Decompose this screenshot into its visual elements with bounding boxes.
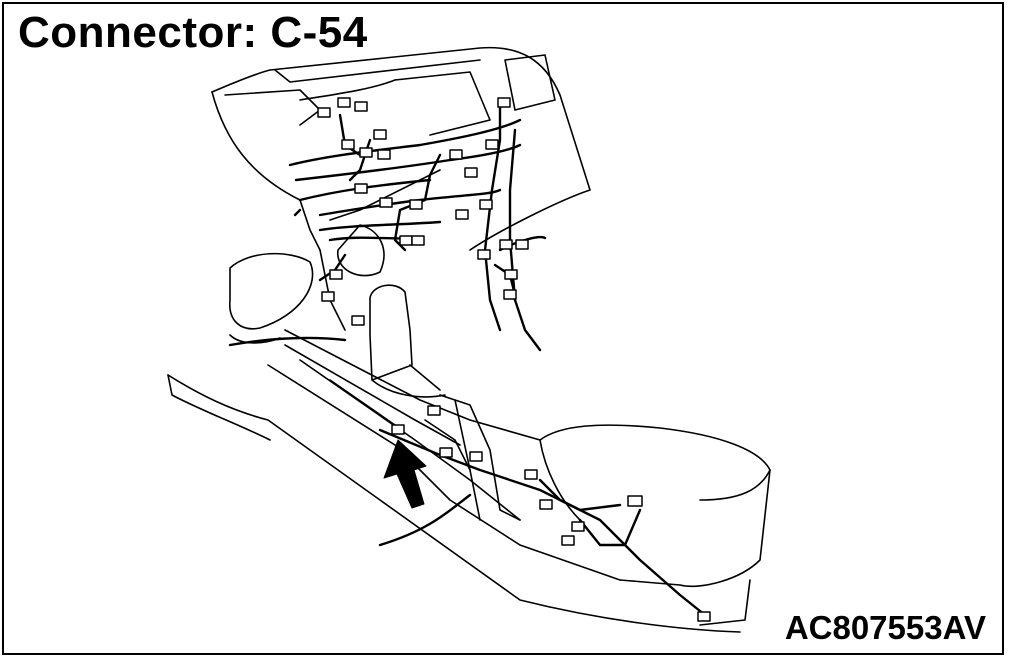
center-console xyxy=(267,329,621,581)
page-title: Connector: C-54 xyxy=(18,8,368,57)
figure-code: AC807553AV xyxy=(784,609,986,646)
dashboard-outline xyxy=(167,46,741,633)
armrest xyxy=(539,424,771,626)
connector-group xyxy=(317,97,711,622)
gear-shifter xyxy=(369,284,446,398)
arrow-up-icon xyxy=(383,439,427,509)
